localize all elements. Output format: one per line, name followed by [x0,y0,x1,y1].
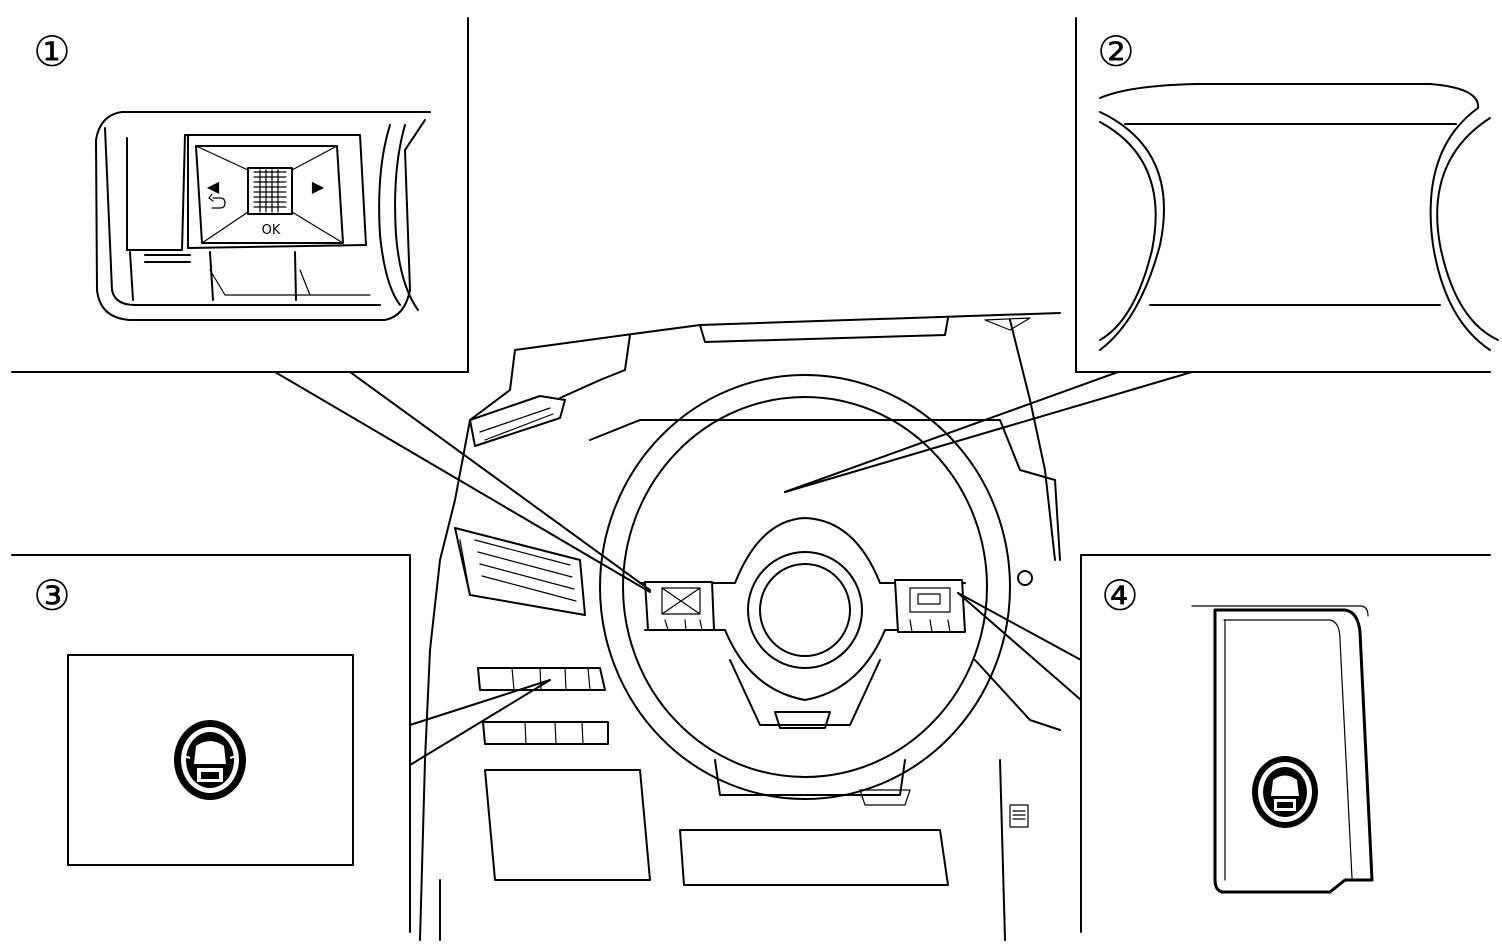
instrument-cluster-display-detail [1099,83,1499,351]
right-arrow-icon: ▶ [312,177,325,196]
panel-1-border [11,17,469,373]
callout-1: ① [33,27,71,76]
steering-switch-detail: ◀ ▶ OK [95,111,431,321]
panel-2-border [1075,17,1491,373]
callout-2: ② [1097,27,1135,76]
camera-switch-detail-3 [67,654,354,866]
leader-lines [274,371,1193,766]
callout-4: ④ [1101,571,1139,620]
ok-label: OK [262,223,281,238]
panel-4-border [1080,554,1491,933]
around-view-camera-icon [174,720,246,800]
left-arrow-icon: ◀ [207,177,220,196]
dashboard-illustration [419,312,1061,941]
camera-switch-detail-4 [1191,605,1374,894]
callout-3: ③ [33,571,71,620]
air-vent-icon [454,527,586,616]
back-arrow-icon [208,193,226,209]
panel-3-border [11,554,411,933]
around-view-camera-icon [1252,756,1318,828]
